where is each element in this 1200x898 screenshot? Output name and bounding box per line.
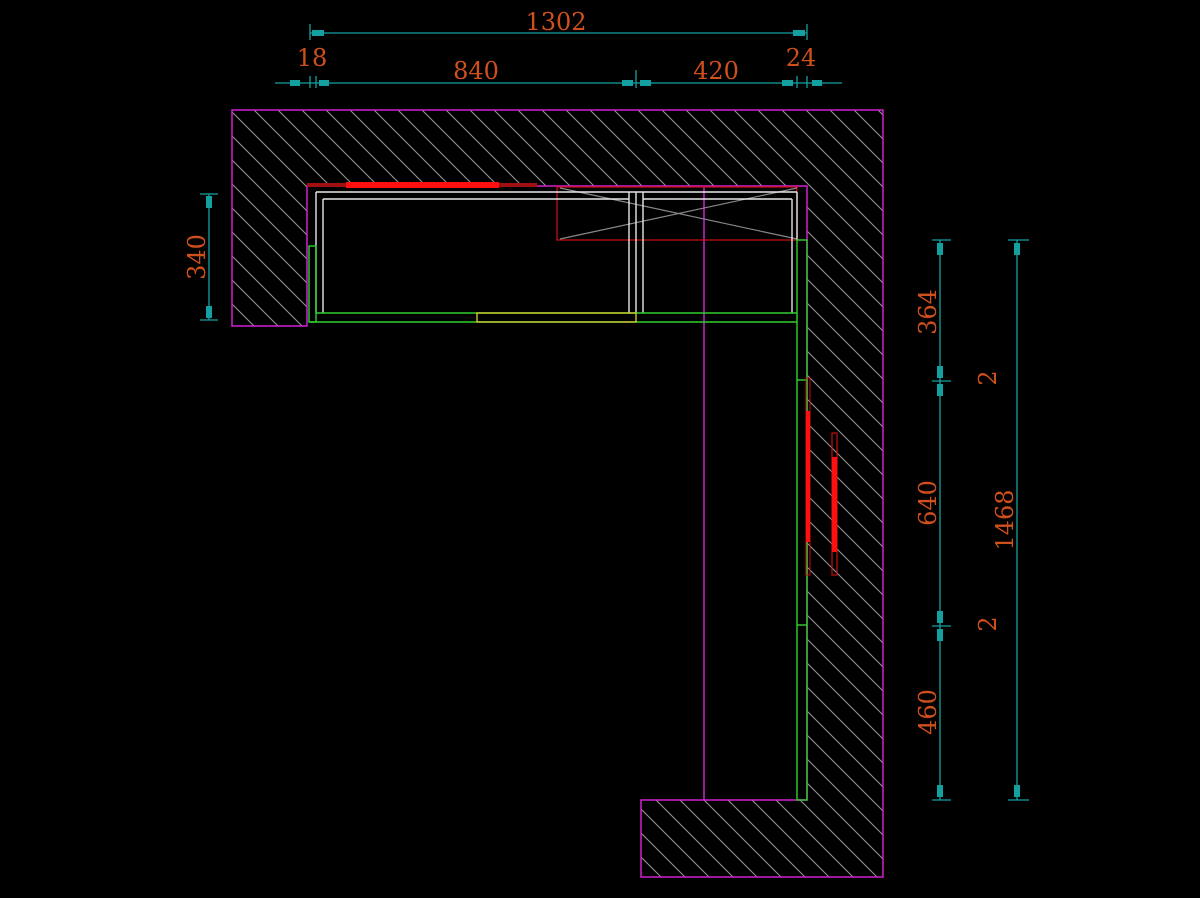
dimension-label: 24 [786, 44, 817, 72]
dimension-label: 364 [914, 289, 942, 335]
corner-cross-marking [559, 187, 798, 240]
top-window-marking [307, 182, 537, 188]
side-window-marking [805, 377, 838, 576]
dimension-label: 460 [914, 689, 942, 735]
handle-bar [476, 312, 637, 323]
right-dimension-chain: 364 2 640 2 460 [914, 239, 1002, 801]
dimension-label: 420 [693, 57, 739, 85]
top-dimension-overall: 1302 [309, 8, 808, 40]
cabinet-doors [308, 239, 808, 801]
dimension-label: 640 [914, 480, 942, 526]
right-dimension-overall: 1468 [991, 239, 1029, 801]
dimension-label: 1302 [525, 8, 586, 36]
upper-cabinet-carcass [315, 191, 798, 313]
dimension-label: 340 [183, 234, 211, 280]
dimension-label: 2 [974, 616, 1002, 631]
dimension-label: 2 [974, 370, 1002, 385]
top-dimension-chain: 18 840 420 24 [275, 44, 842, 88]
dimension-label: 18 [297, 44, 328, 72]
left-dimension-depth: 340 [183, 193, 218, 321]
dimension-label: 1468 [991, 489, 1019, 550]
dimension-label: 840 [453, 57, 499, 85]
